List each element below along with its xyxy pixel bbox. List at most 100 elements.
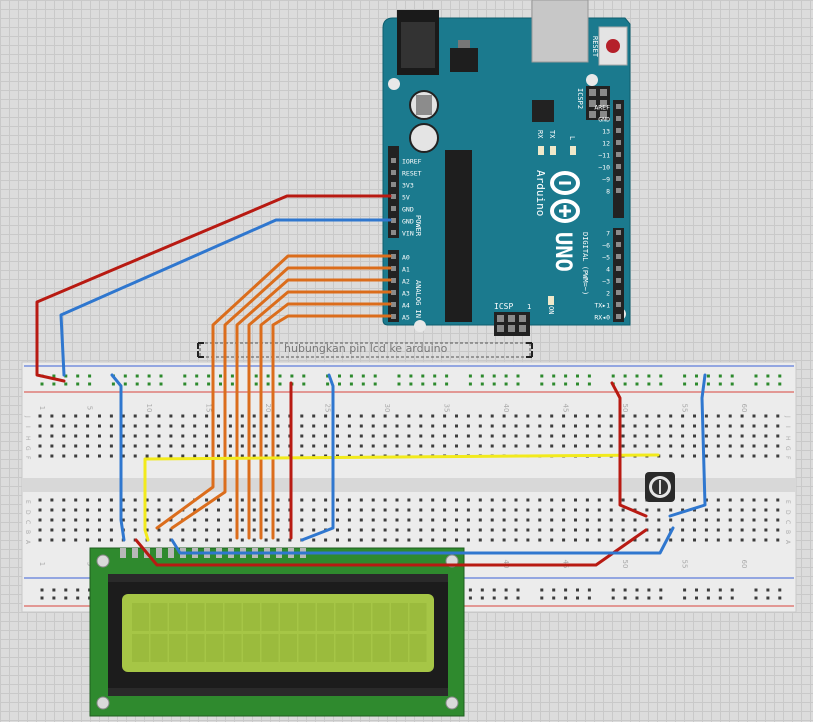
breadboard-hole xyxy=(704,528,708,532)
breadboard-hole xyxy=(109,508,113,512)
breadboard-hole xyxy=(609,518,613,522)
breadboard-hole xyxy=(645,508,649,512)
breadboard-hole xyxy=(597,538,601,542)
lcd-cell xyxy=(372,603,390,631)
breadboard-hole xyxy=(562,508,566,512)
breadboard-hole xyxy=(74,434,78,438)
breadboard-hole xyxy=(478,538,482,542)
icsp-label: ICSP xyxy=(494,302,513,311)
rail-hole xyxy=(492,588,496,592)
breadboard-hole xyxy=(526,498,530,502)
breadboard-hole xyxy=(681,518,685,522)
breadboard-hole xyxy=(371,528,375,532)
breadboard-hole xyxy=(776,444,780,448)
breadboard-hole xyxy=(121,498,125,502)
breadboard-hole xyxy=(597,444,601,448)
arduino-uno-board[interactable]: RESET ICSP2 RX TX L Arduino UNO xyxy=(382,0,631,336)
digital-pin[interactable] xyxy=(616,230,621,235)
rail-hole xyxy=(480,382,484,386)
rail-hole xyxy=(635,588,639,592)
digital-pin[interactable] xyxy=(616,266,621,271)
breadboard-hole xyxy=(621,424,625,428)
potentiometer[interactable] xyxy=(645,472,675,502)
power-pin-label: 3V3 xyxy=(402,182,414,190)
column-number: 5 xyxy=(86,406,94,410)
analog-pin[interactable] xyxy=(391,290,396,295)
breadboard-hole xyxy=(538,528,542,532)
breadboard-hole xyxy=(538,414,542,418)
power-pin[interactable] xyxy=(391,182,396,187)
lcd-pin xyxy=(132,548,138,558)
breadboard-hole xyxy=(300,414,304,418)
digital-pin[interactable] xyxy=(616,176,621,181)
lcd-16x2-module[interactable] xyxy=(89,547,465,717)
digital-pin[interactable] xyxy=(616,254,621,259)
breadboard-hole xyxy=(217,444,220,448)
digital-pin[interactable] xyxy=(616,128,621,133)
breadboard-hole xyxy=(669,454,673,458)
breadboard-hole xyxy=(514,414,518,418)
breadboard-hole xyxy=(490,424,494,428)
breadboard-hole xyxy=(121,508,125,512)
digital-pin[interactable] xyxy=(616,116,621,121)
rail-hole xyxy=(40,588,44,592)
breadboard-hole xyxy=(109,424,113,428)
breadboard-hole xyxy=(538,518,542,522)
analog-pin[interactable] xyxy=(391,314,396,319)
digital-pin[interactable] xyxy=(616,140,621,145)
digital-pin-label: ~3 xyxy=(602,278,610,286)
note-text: hubungkan pin lcd ke arduino xyxy=(284,342,448,355)
rail-hole xyxy=(254,382,258,386)
lcd-cell xyxy=(280,603,297,631)
digital-pin[interactable] xyxy=(616,242,621,247)
power-pin[interactable] xyxy=(391,170,396,175)
rail-hole xyxy=(52,588,56,592)
digital-pin[interactable] xyxy=(616,152,621,157)
breadboard-hole xyxy=(145,518,149,522)
power-pin[interactable] xyxy=(391,218,396,223)
power-pin[interactable] xyxy=(391,158,396,163)
power-pin[interactable] xyxy=(391,194,396,199)
breadboard-hole xyxy=(169,528,173,532)
digital-pin[interactable] xyxy=(616,104,621,109)
analog-pin[interactable] xyxy=(391,254,396,259)
breadboard-hole xyxy=(383,434,387,438)
breadboard-hole xyxy=(252,414,256,418)
breadboard-hole xyxy=(728,528,732,532)
digital-pin[interactable] xyxy=(616,314,621,319)
digital-pin[interactable] xyxy=(616,290,621,295)
power-pin[interactable] xyxy=(391,206,396,211)
breadboard-hole xyxy=(693,508,696,512)
breadboard-hole xyxy=(669,444,673,448)
rail-hole xyxy=(695,588,698,592)
analog-pin[interactable] xyxy=(391,302,396,307)
digital-pin[interactable] xyxy=(616,278,621,283)
breadboard-hole xyxy=(133,444,137,448)
rail-hole xyxy=(254,374,258,378)
breadboard-hole xyxy=(752,444,756,448)
breadboard-hole xyxy=(252,508,256,512)
power-pin[interactable] xyxy=(391,230,396,235)
breadboard-hole xyxy=(776,508,780,512)
breadboard-hole xyxy=(157,538,161,542)
breadboard-hole xyxy=(217,414,220,418)
analog-pin[interactable] xyxy=(391,266,396,271)
lcd-cell xyxy=(391,634,408,662)
rail-hole xyxy=(278,382,282,386)
breadboard-hole xyxy=(240,424,244,428)
digital-pin[interactable] xyxy=(616,188,621,193)
breadboard-hole xyxy=(347,518,351,522)
breadboard-hole xyxy=(419,498,423,502)
breadboard-hole xyxy=(276,508,280,512)
digital-pin[interactable] xyxy=(616,164,621,169)
digital-pin[interactable] xyxy=(616,302,621,307)
lcd-cell xyxy=(224,603,242,631)
breadboard-hole xyxy=(752,528,756,532)
breadboard-hole xyxy=(347,444,351,448)
breadboard-hole xyxy=(502,434,506,438)
breadboard-hole xyxy=(264,434,268,438)
breadboard-hole xyxy=(62,518,66,522)
rail-hole xyxy=(683,588,687,592)
analog-pin[interactable] xyxy=(391,278,396,283)
rail-hole xyxy=(147,374,151,378)
